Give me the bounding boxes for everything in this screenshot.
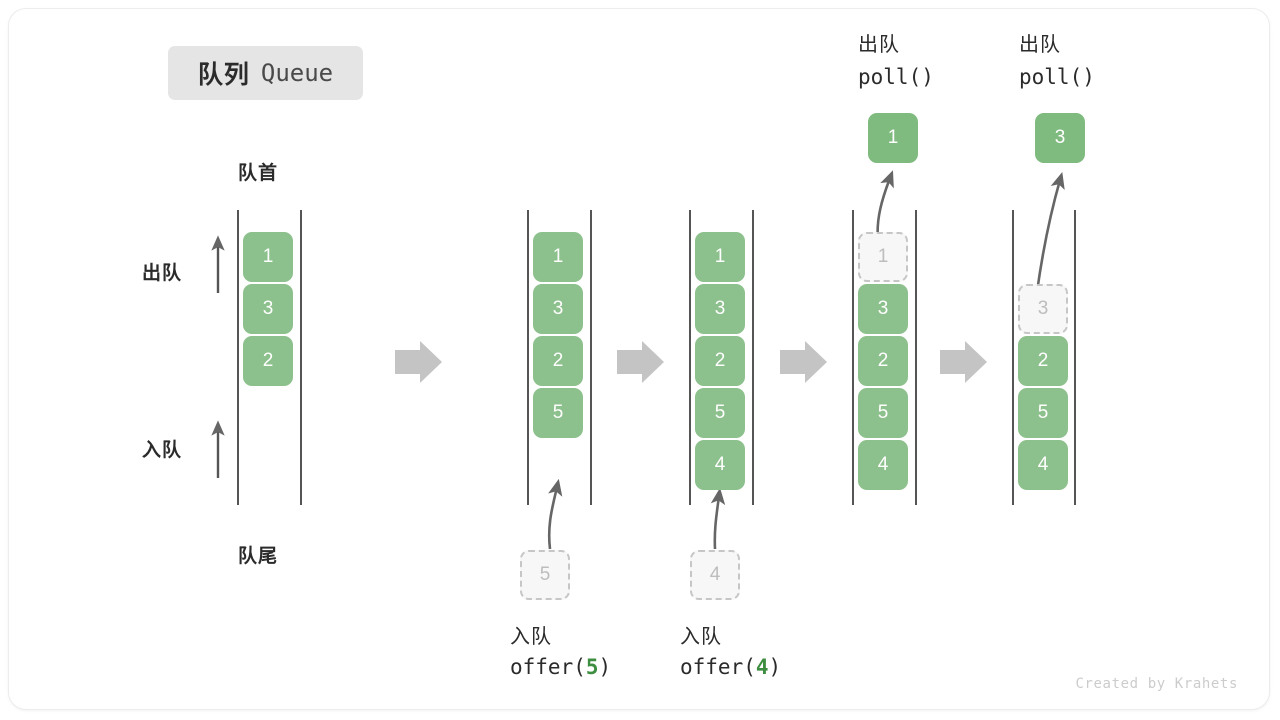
op-arg: 4 — [755, 655, 769, 679]
queue-item: 4 — [1018, 440, 1068, 490]
queue-step-after-offer-4: 1 3 2 5 4 4 入队 offer(4) — [642, 0, 842, 720]
queue-item: 2 — [243, 336, 293, 386]
queue-item: 2 — [695, 336, 745, 386]
queue-item: 3 — [243, 284, 293, 334]
queue-item: 5 — [1018, 388, 1068, 438]
ghost-item-offer: 4 — [690, 550, 740, 600]
queue-item-new: 5 — [533, 388, 583, 438]
queue-item: 3 — [695, 284, 745, 334]
op-label-code: poll() — [1019, 65, 1095, 89]
label-enqueue: 入队 — [142, 440, 183, 461]
ghost-item-poll: 1 — [858, 232, 908, 282]
queue-item: 2 — [533, 336, 583, 386]
queue-item: 5 — [858, 388, 908, 438]
queue-item: 2 — [858, 336, 908, 386]
queue-step-poll-3: 出队 poll() 3 3 2 5 4 — [966, 0, 1166, 720]
popped-item: 1 — [868, 113, 918, 163]
title-en: Queue — [260, 59, 334, 87]
credit-text: Created by Krahets — [1075, 676, 1238, 692]
queue-step-poll-1: 出队 poll() 1 1 3 2 5 4 — [805, 0, 1005, 720]
queue-item: 5 — [695, 388, 745, 438]
queue-rail-left — [527, 210, 529, 505]
queue-item: 1 — [695, 232, 745, 282]
queue-item: 2 — [1018, 336, 1068, 386]
queue-rail-right — [300, 210, 302, 505]
queue-item: 3 — [858, 284, 908, 334]
label-rear: 队尾 — [238, 546, 279, 567]
queue-rail-right — [752, 210, 754, 505]
op-label-code: offer(4) — [680, 655, 782, 679]
title-badge: 队列 Queue — [168, 46, 363, 100]
queue-rail-left — [237, 210, 239, 505]
queue-rail-right — [915, 210, 917, 505]
title-cn: 队列 — [197, 61, 250, 89]
queue-rail-left — [1012, 210, 1014, 505]
op-label-cn: 出队 — [1019, 34, 1061, 56]
queue-step-after-offer-5: 1 3 2 5 5 入队 offer(5) — [480, 0, 680, 720]
op-label-cn: 入队 — [680, 626, 722, 648]
queue-item: 1 — [243, 232, 293, 282]
op-label-code: poll() — [858, 65, 934, 89]
op-label-cn: 入队 — [510, 626, 552, 648]
queue-item: 4 — [858, 440, 908, 490]
label-front: 队首 — [238, 163, 279, 184]
ghost-item-offer: 5 — [520, 550, 570, 600]
op-label-cn: 出队 — [858, 34, 900, 56]
queue-item: 3 — [533, 284, 583, 334]
op-label-code: offer(5) — [510, 655, 612, 679]
label-dequeue: 出队 — [142, 263, 183, 284]
queue-item: 1 — [533, 232, 583, 282]
popped-item: 3 — [1035, 113, 1085, 163]
queue-rail-left — [689, 210, 691, 505]
queue-rail-right — [590, 210, 592, 505]
queue-item-new: 4 — [695, 440, 745, 490]
queue-rail-left — [852, 210, 854, 505]
ghost-item-poll: 3 — [1018, 284, 1068, 334]
queue-rail-right — [1074, 210, 1076, 505]
op-arg: 5 — [585, 655, 599, 679]
queue-step-initial: 队首 队尾 出队 入队 1 3 2 — [142, 0, 390, 720]
